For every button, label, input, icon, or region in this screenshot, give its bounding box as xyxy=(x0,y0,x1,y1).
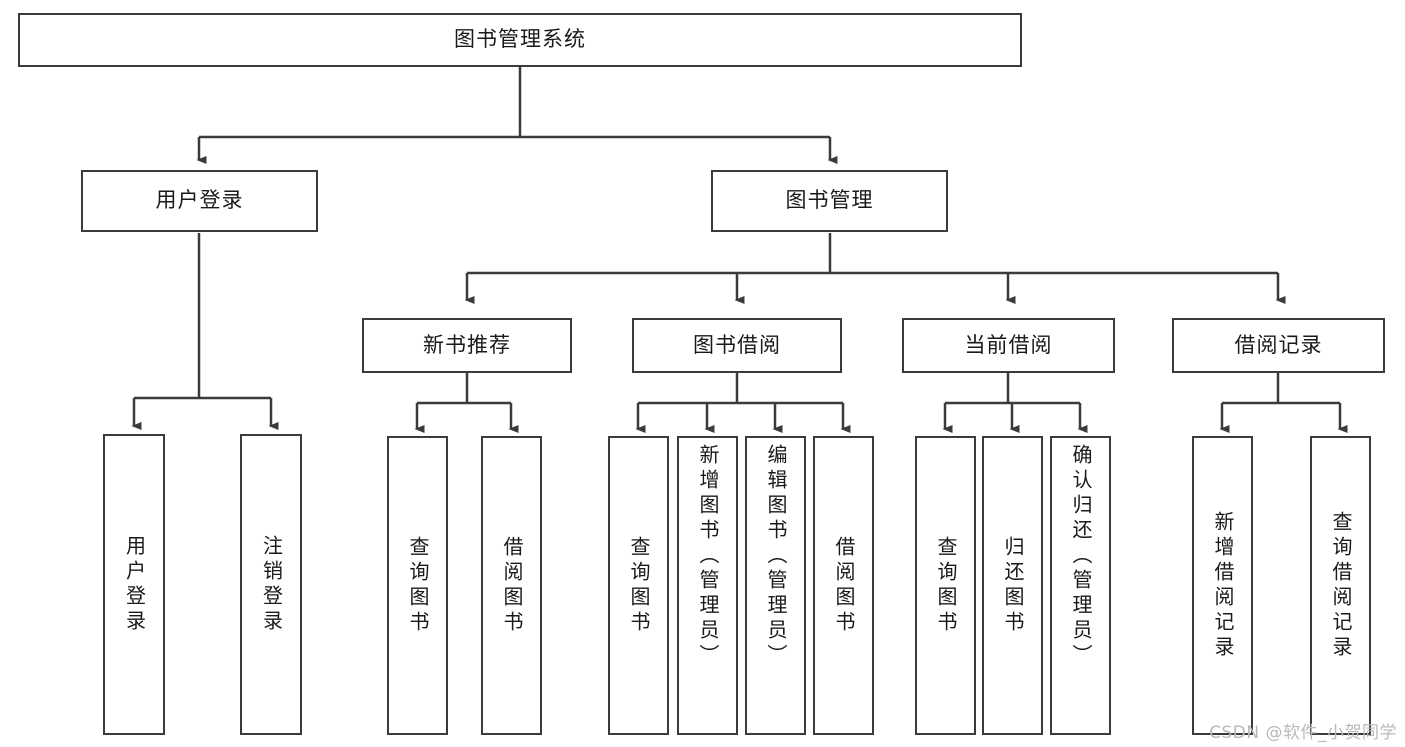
node-leaf-borrow-book-2[interactable]: 借阅图书 xyxy=(813,436,874,735)
node-user-login-label: 用户登录 xyxy=(155,188,244,213)
node-current-borrow-label: 当前借阅 xyxy=(964,332,1053,357)
node-leaf-user-login-label: 用户登录 xyxy=(122,534,147,635)
node-leaf-borrow-book-2-label: 借阅图书 xyxy=(832,535,856,636)
node-leaf-return-book-label: 归还图书 xyxy=(1001,535,1025,636)
node-leaf-edit-book[interactable]: 编辑图书（管理员） xyxy=(745,436,806,735)
node-leaf-borrow-book-1-label: 借阅图书 xyxy=(500,535,524,636)
node-new-book-recommend[interactable]: 新书推荐 xyxy=(362,318,572,373)
node-leaf-query-book-3[interactable]: 查询图书 xyxy=(915,436,976,735)
node-leaf-query-book-2-label: 查询图书 xyxy=(627,535,651,636)
node-leaf-logout-label: 注销登录 xyxy=(259,534,284,635)
node-leaf-user-login[interactable]: 用户登录 xyxy=(103,434,165,735)
node-leaf-query-book-1[interactable]: 查询图书 xyxy=(387,436,448,735)
node-leaf-confirm-return[interactable]: 确认归还（管理员） xyxy=(1050,436,1111,735)
node-book-borrow-label: 图书借阅 xyxy=(693,332,781,357)
node-leaf-query-book-1-label: 查询图书 xyxy=(406,535,430,636)
node-book-manage[interactable]: 图书管理 xyxy=(711,170,948,232)
node-leaf-confirm-return-label: 确认归还（管理员） xyxy=(1069,444,1093,669)
node-leaf-borrow-book-1[interactable]: 借阅图书 xyxy=(481,436,542,735)
node-current-borrow[interactable]: 当前借阅 xyxy=(902,318,1115,373)
node-leaf-return-book[interactable]: 归还图书 xyxy=(982,436,1043,735)
node-book-borrow[interactable]: 图书借阅 xyxy=(632,318,842,373)
node-leaf-edit-book-label: 编辑图书（管理员） xyxy=(764,444,788,669)
node-leaf-logout[interactable]: 注销登录 xyxy=(240,434,302,735)
node-leaf-add-record-label: 新增借阅记录 xyxy=(1211,510,1235,661)
node-borrow-record[interactable]: 借阅记录 xyxy=(1172,318,1385,373)
node-leaf-add-book-label: 新增图书（管理员） xyxy=(696,444,720,669)
node-leaf-query-record[interactable]: 查询借阅记录 xyxy=(1310,436,1371,735)
node-root[interactable]: 图书管理系统 xyxy=(18,13,1022,67)
node-leaf-query-record-label: 查询借阅记录 xyxy=(1329,510,1353,661)
node-root-label: 图书管理系统 xyxy=(454,27,586,52)
node-new-book-recommend-label: 新书推荐 xyxy=(423,332,511,357)
node-leaf-add-book[interactable]: 新增图书（管理员） xyxy=(677,436,738,735)
node-leaf-query-book-3-label: 查询图书 xyxy=(934,535,958,636)
node-leaf-query-book-2[interactable]: 查询图书 xyxy=(608,436,669,735)
node-borrow-record-label: 借阅记录 xyxy=(1234,332,1323,357)
node-user-login[interactable]: 用户登录 xyxy=(81,170,318,232)
watermark-text: CSDN @软件_小贺同学 xyxy=(1209,723,1397,743)
node-leaf-add-record[interactable]: 新增借阅记录 xyxy=(1192,436,1253,735)
node-book-manage-label: 图书管理 xyxy=(785,188,874,213)
